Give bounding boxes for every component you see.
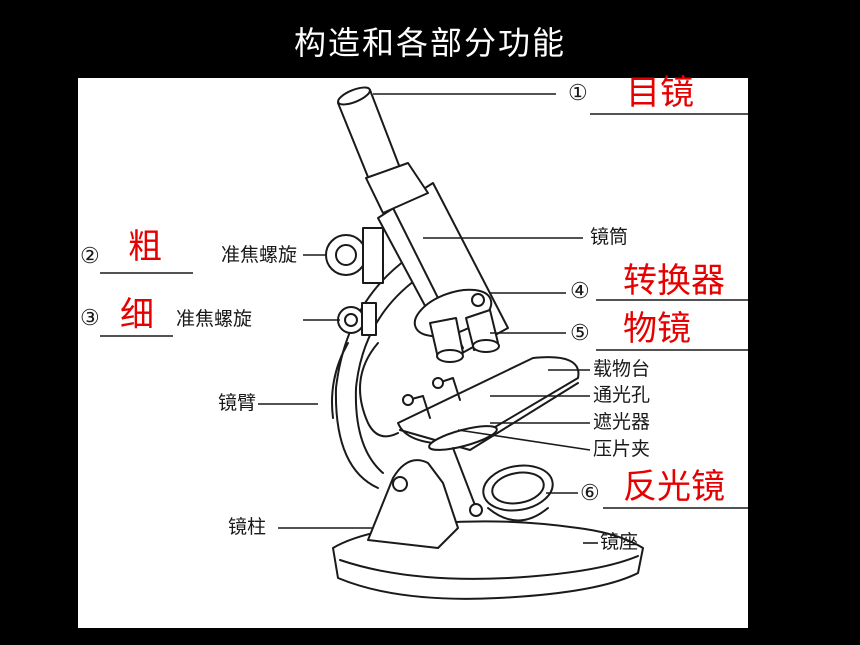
page-title: 构造和各部分功能 — [293, 24, 566, 62]
label-pillar: 镜柱 — [228, 516, 267, 538]
label-focus-fine: 准焦螺旋 — [176, 308, 253, 330]
answer-objective: 物镜 — [623, 309, 691, 349]
number-1: ① — [568, 81, 588, 106]
label-arm: 镜臂 — [218, 392, 257, 414]
label-diaphragm: 遮光器 — [593, 411, 651, 433]
label-tube: 镜筒 — [590, 226, 629, 248]
arm-shape — [334, 257, 409, 489]
number-6: ⑥ — [580, 481, 600, 506]
pillar-shape — [367, 459, 459, 549]
objective-1 — [429, 317, 464, 359]
number-2: ② — [80, 244, 100, 269]
label-base: 镜座 — [600, 531, 639, 553]
label-clip: 压片夹 — [593, 438, 651, 460]
answer-coarse: 粗 — [128, 227, 162, 267]
leader-clip — [457, 429, 591, 451]
stage-shape — [397, 356, 580, 445]
answer-fine: 细 — [120, 295, 154, 335]
label-focus-coarse: 准焦螺旋 — [221, 244, 298, 266]
label-hole: 通光孔 — [593, 384, 651, 406]
number-5: ⑤ — [570, 321, 590, 346]
microscope-drawing — [100, 86, 748, 600]
label-stage: 载物台 — [593, 358, 651, 380]
microscope-diagram-panel: ① ② ③ ④ ⑤ ⑥ 目镜 粗 细 转换器 物镜 反光镜 镜筒 准焦螺旋 准焦… — [78, 73, 748, 628]
pillar-pivot — [392, 476, 408, 492]
number-4: ④ — [570, 279, 590, 304]
answer-nosepiece: 转换器 — [623, 261, 725, 301]
number-3: ③ — [80, 306, 100, 331]
answer-eyepiece: 目镜 — [626, 73, 694, 113]
answer-mirror: 反光镜 — [623, 467, 725, 507]
